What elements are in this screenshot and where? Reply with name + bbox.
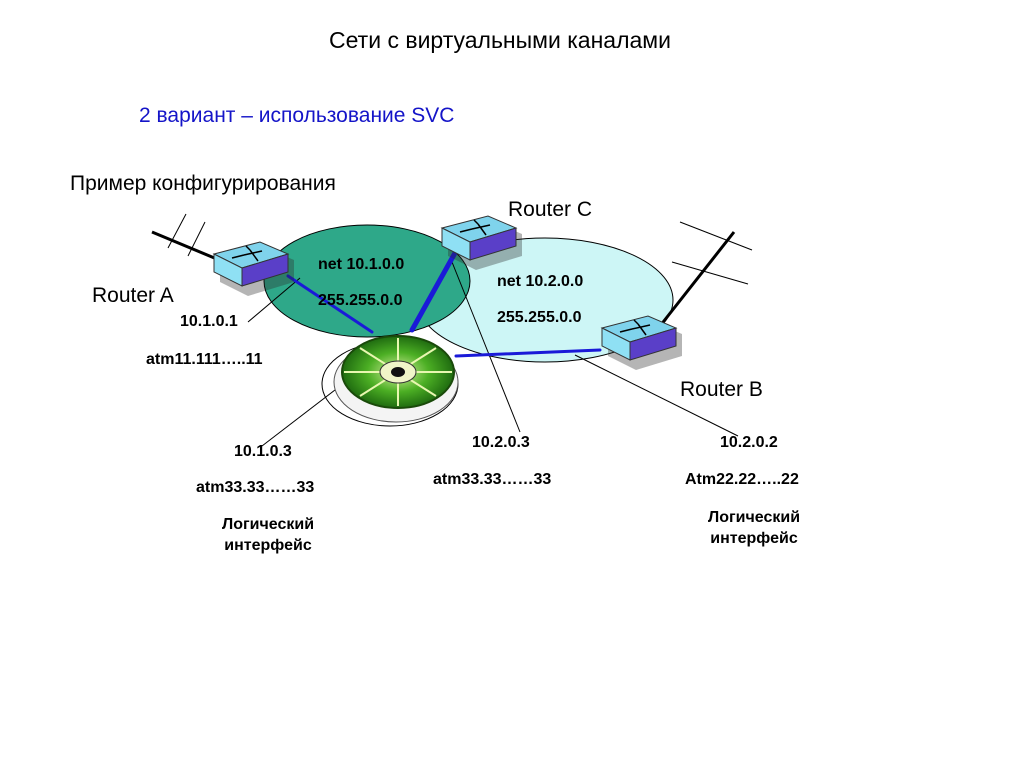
virtual-circuit-links — [286, 241, 602, 358]
network-10-1-ellipse — [263, 224, 471, 338]
page-title: Сети с виртуальными каналами — [329, 27, 671, 53]
net2-name: net 10.2.0.0 — [497, 273, 584, 290]
router-c-label: Router C — [508, 198, 593, 221]
logical-if-1-caption: Логический интерфейс — [221, 516, 315, 554]
example-heading: Пример конфигурирования — [70, 172, 336, 195]
logical-if-1-atm: atm33.33……33 — [196, 479, 315, 496]
router-b-icon — [600, 315, 682, 370]
leader-lines — [247, 261, 739, 447]
net1-mask: 255.255.0.0 — [318, 292, 403, 309]
router-b-ip: 10.2.0.2 — [720, 434, 778, 451]
external-line-right — [658, 231, 736, 327]
router-a-icon — [212, 241, 294, 296]
router-a-ip: 10.1.0.1 — [180, 313, 238, 330]
router-b-atm: Atm22.22…..22 — [685, 471, 799, 488]
atm-switch-disk — [321, 335, 459, 427]
net1-name: net 10.1.0.0 — [318, 256, 405, 273]
router-b-label: Router B — [680, 378, 763, 401]
logical-if-2-atm: atm33.33……33 — [433, 471, 552, 488]
router-a-label: Router A — [92, 284, 174, 307]
router-a-atm: atm11.111…..11 — [146, 351, 263, 368]
logical-if-1-ip: 10.1.0.3 — [234, 443, 292, 460]
logical-if-2-ip: 10.2.0.3 — [472, 434, 530, 451]
subtitle: 2 вариант – использование SVC — [139, 104, 455, 127]
router-b-caption: Логический интерфейс — [707, 509, 801, 547]
router-c-icon — [440, 215, 522, 270]
net2-mask: 255.255.0.0 — [497, 309, 582, 326]
